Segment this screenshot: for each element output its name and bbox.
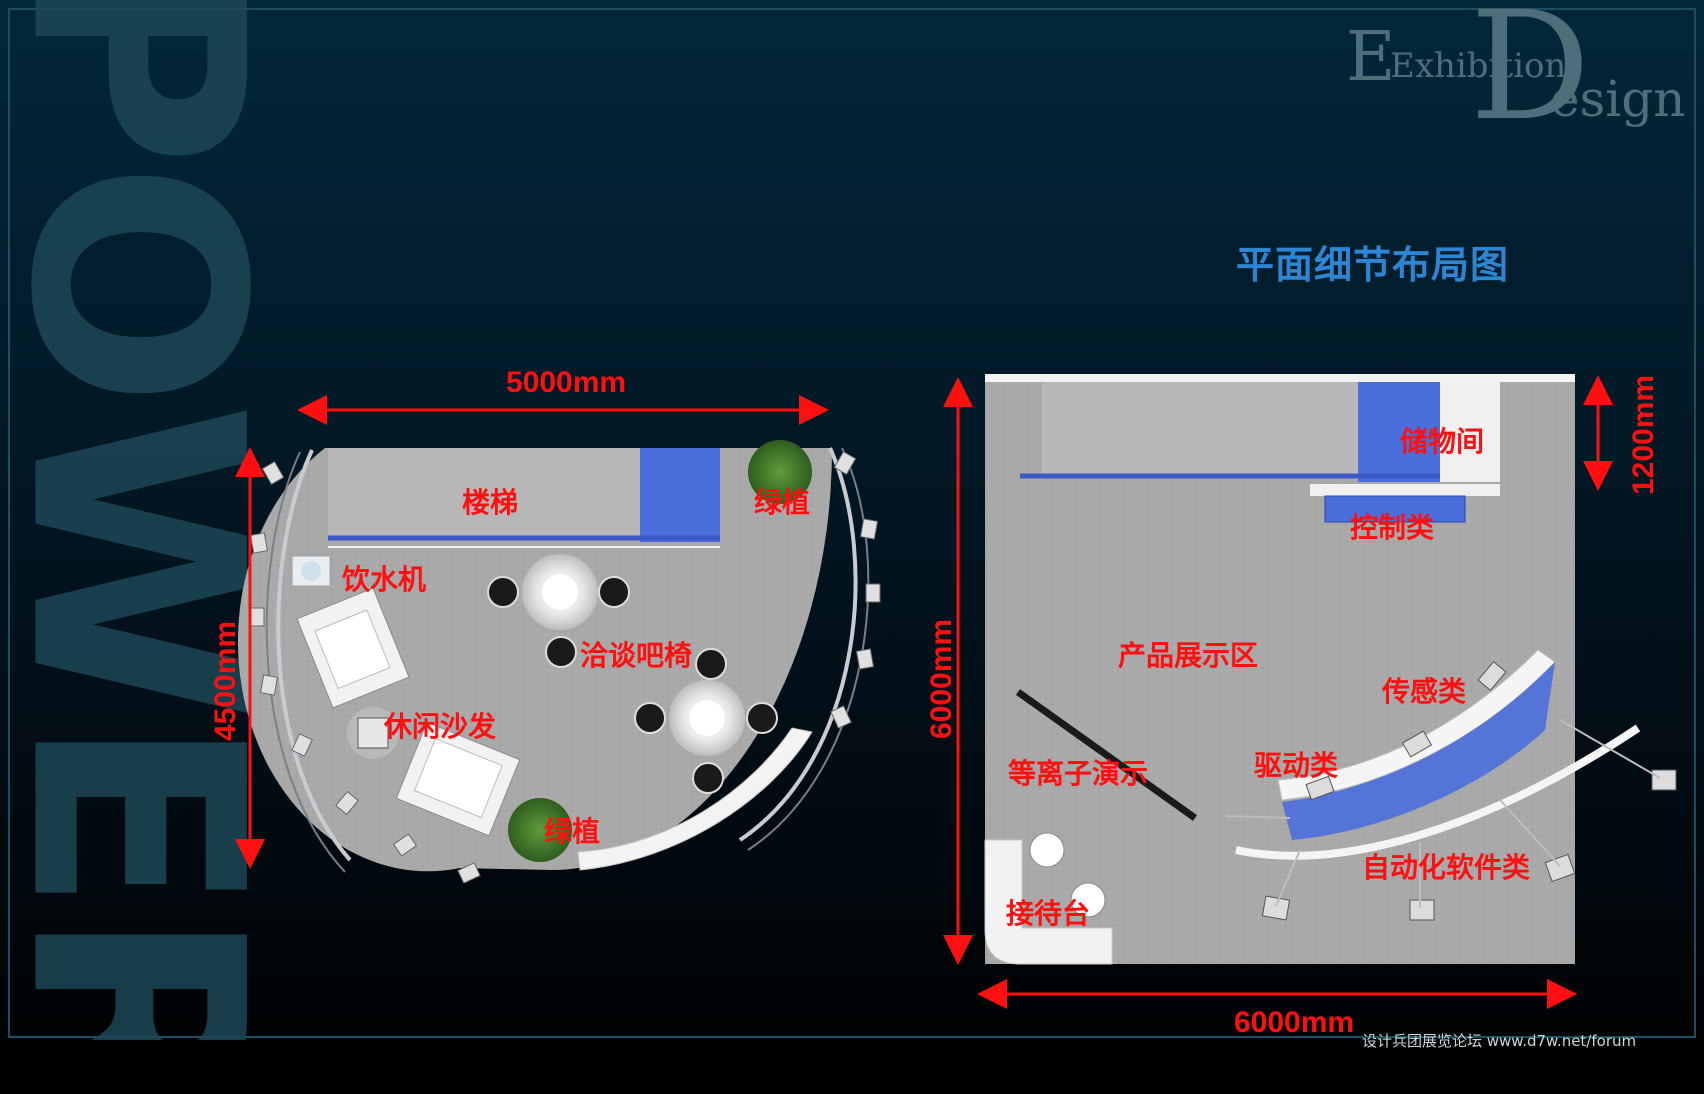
sofa-bottom (395, 721, 521, 837)
label-automation: 自动化软件类 (1362, 851, 1531, 884)
plant-top (748, 440, 812, 504)
stairs-blue-panel (640, 448, 720, 542)
footer-credit: 设计兵团展览论坛 www.d7w.net/forum (1362, 1032, 1637, 1050)
label-stairs: 楼梯 (462, 486, 519, 519)
logo-d-initial: D (1470, 0, 1591, 154)
page-title: 平面细节布局图 (1236, 243, 1510, 287)
storage-blue-panel (1358, 382, 1440, 482)
bottom-band (0, 1040, 1704, 1094)
label-plasma: 等离子演示 (1008, 757, 1149, 790)
stairs-block (328, 448, 640, 536)
label-sofa: 休闲沙发 (384, 710, 497, 743)
label-drive: 驱动类 (1254, 749, 1339, 782)
storage-room (1440, 382, 1500, 482)
label-display-area: 产品展示区 (1118, 639, 1259, 672)
label-sensor: 传感类 (1382, 675, 1467, 708)
right-booth-plan (943, 374, 1677, 1009)
storage-dim: 1200mm (1627, 374, 1661, 496)
label-storage: 储物间 (1400, 425, 1485, 458)
exhibition-design-logo: D E Exhibition esign (1346, 0, 1704, 154)
left-floor (237, 448, 832, 872)
label-control: 控制类 (1350, 511, 1435, 544)
right-width-dim: 6000mm (1234, 1006, 1355, 1039)
logo-exhibition-text: Exhibition (1390, 46, 1567, 86)
outer-arc-counter (1235, 724, 1641, 860)
control-cabinet (1324, 495, 1466, 523)
left-depth-dim: 4500mm (209, 620, 243, 742)
back-wall-block (1042, 382, 1360, 474)
plasma-screen (1015, 689, 1198, 821)
outer-frame (8, 8, 1696, 1038)
product-stands (1261, 660, 1677, 921)
label-plant-top: 绿植 (754, 486, 811, 519)
label-reception: 接待台 (1006, 897, 1091, 930)
label-water-dispenser: 饮水机 (342, 563, 427, 596)
bar-stools (487, 576, 778, 794)
logo-design-text: esign (1550, 70, 1686, 128)
left-width-dim: 5000mm (506, 366, 627, 399)
plant-bottom (508, 798, 572, 862)
reception-desk (984, 839, 1113, 965)
label-bar-chairs: 洽谈吧椅 (580, 639, 693, 672)
logo-e-initial: E (1346, 18, 1396, 97)
sofa-top (296, 587, 410, 709)
left-booth-plan (235, 395, 881, 884)
label-plant-bottom: 绿植 (544, 815, 601, 848)
left-arc-counter (577, 727, 813, 871)
left-spotlights (249, 451, 881, 884)
right-depth-dim: 6000mm (925, 618, 959, 740)
